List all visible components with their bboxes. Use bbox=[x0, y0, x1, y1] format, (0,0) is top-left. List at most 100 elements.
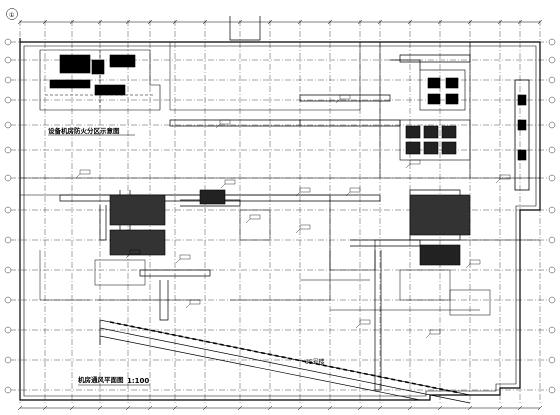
axis-bubble-right-7 bbox=[548, 206, 556, 214]
axis-bubble-right-11 bbox=[548, 326, 556, 334]
axis-bubble-left-7 bbox=[4, 206, 12, 214]
dim-tick-bottom-7 bbox=[202, 405, 208, 411]
dimension-lines bbox=[17, 19, 543, 411]
axis-bubble-right-0 bbox=[548, 38, 556, 46]
tag-leader-2 bbox=[345, 191, 351, 197]
axis-bubble-left-5 bbox=[4, 146, 12, 154]
axis-bubble-right-3 bbox=[548, 96, 556, 104]
lower-rooms bbox=[39, 209, 491, 316]
axis-bubble-left-10 bbox=[4, 296, 12, 304]
zone-block-3 bbox=[109, 54, 136, 68]
axis-bubble-right-4 bbox=[548, 121, 556, 129]
axis-bubble-right-5 bbox=[548, 146, 556, 154]
dim-tick-bottom-19 bbox=[537, 405, 543, 411]
tag-leader-0 bbox=[220, 183, 226, 189]
tag-plate-2 bbox=[349, 187, 361, 193]
zone-block-1 bbox=[59, 54, 91, 74]
axis-bubble-left-1 bbox=[4, 56, 12, 64]
tag-leader-12 bbox=[175, 258, 181, 264]
axis-bubble-right-2 bbox=[548, 76, 556, 84]
tag-leader-5 bbox=[245, 218, 251, 224]
tag-plate-11 bbox=[129, 249, 141, 255]
fire-zone-inset bbox=[39, 49, 161, 111]
dim-tick-bottom-16 bbox=[467, 405, 473, 411]
axis-bubble-left-11 bbox=[4, 326, 12, 334]
tag-leader-6 bbox=[295, 228, 301, 234]
dim-tick-bottom-2 bbox=[69, 405, 75, 411]
axis-bubble-left-8 bbox=[4, 236, 12, 244]
dim-tick-bottom-5 bbox=[147, 405, 153, 411]
dim-tick-bottom-17 bbox=[497, 405, 503, 411]
dim-tick-bottom-8 bbox=[237, 405, 243, 411]
dim-tick-bottom-4 bbox=[125, 405, 131, 411]
tag-plate-0 bbox=[224, 179, 236, 185]
tag-leader-8 bbox=[355, 323, 361, 329]
tag-leader-4 bbox=[495, 178, 501, 184]
ahu-units-left bbox=[109, 189, 471, 266]
tag-plate-6 bbox=[299, 224, 311, 230]
tag-leader-15 bbox=[215, 123, 221, 129]
tag-plate-5 bbox=[249, 214, 261, 220]
axis-bubble-top-left: ① bbox=[6, 8, 18, 20]
tag-leader-13 bbox=[465, 263, 471, 269]
dim-tick-bottom-11 bbox=[327, 405, 333, 411]
tag-plate-1 bbox=[299, 187, 311, 193]
dim-tick-bottom-10 bbox=[297, 405, 303, 411]
equipment-tags bbox=[75, 94, 511, 339]
tag-plate-15 bbox=[219, 119, 231, 125]
tag-plate-10 bbox=[79, 169, 91, 175]
tag-plate-8 bbox=[359, 319, 371, 325]
tag-leader-7 bbox=[185, 303, 191, 309]
axis-bubble-left-12 bbox=[4, 356, 12, 364]
axis-bubble-left-3 bbox=[4, 96, 12, 104]
axis-bubble-left-6 bbox=[4, 174, 12, 182]
dim-tick-bottom-13 bbox=[377, 405, 383, 411]
dim-tick-bottom-14 bbox=[407, 405, 413, 411]
plan-scale: 1:100 bbox=[127, 377, 149, 385]
tag-leader-11 bbox=[125, 253, 131, 259]
axis-bubble-right-9 bbox=[548, 266, 556, 274]
axis-bubble-left-2 bbox=[4, 76, 12, 84]
plan-title: 机房通风平面图 bbox=[78, 375, 124, 384]
dim-tick-bottom-0 bbox=[17, 405, 23, 411]
axis-bubble-right-10 bbox=[548, 296, 556, 304]
axis-bubble-left-4 bbox=[4, 121, 12, 129]
axis-bubble-right-12 bbox=[548, 356, 556, 364]
inclined-tunnel bbox=[99, 319, 471, 404]
tag-leader-1 bbox=[295, 191, 301, 197]
upper-equipment-area bbox=[399, 69, 530, 191]
dim-tick-bottom-3 bbox=[97, 405, 103, 411]
axis-bubble-right-8 bbox=[548, 236, 556, 244]
tag-plate-3 bbox=[409, 159, 421, 165]
tag-plate-13 bbox=[469, 259, 481, 265]
station-label: 05号楼 bbox=[305, 358, 325, 366]
tag-leader-3 bbox=[405, 163, 411, 169]
zone-block-4 bbox=[49, 79, 91, 89]
tag-plate-4 bbox=[499, 174, 511, 180]
axis-bubble-symbol: ① bbox=[9, 12, 14, 19]
tag-plate-9 bbox=[429, 329, 441, 335]
dim-tick-bottom-6 bbox=[172, 405, 178, 411]
axis-bubble-right-13 bbox=[548, 386, 556, 394]
dim-tick-bottom-15 bbox=[437, 405, 443, 411]
dim-tick-bottom-9 bbox=[267, 405, 273, 411]
axis-bubble-right-6 bbox=[548, 174, 556, 182]
tag-leader-14 bbox=[335, 98, 341, 104]
zone-block-2 bbox=[91, 59, 105, 75]
dim-tick-bottom-18 bbox=[517, 405, 523, 411]
zoning-title: 设备机房防火分区示意图 bbox=[48, 126, 120, 135]
tag-leader-9 bbox=[425, 333, 431, 339]
tag-plate-12 bbox=[179, 254, 191, 260]
axis-bubbles bbox=[4, 38, 556, 394]
axis-bubble-left-13 bbox=[4, 386, 12, 394]
tag-plate-14 bbox=[339, 94, 351, 100]
axis-bubble-right-1 bbox=[548, 56, 556, 64]
zone-block-5 bbox=[94, 84, 126, 96]
tag-plate-7 bbox=[189, 299, 201, 305]
axis-bubble-left-9 bbox=[4, 266, 12, 274]
dim-tick-bottom-12 bbox=[357, 405, 363, 411]
tag-leader-10 bbox=[75, 173, 81, 179]
dim-tick-bottom-1 bbox=[42, 405, 48, 411]
axis-bubble-left-0 bbox=[4, 38, 12, 46]
